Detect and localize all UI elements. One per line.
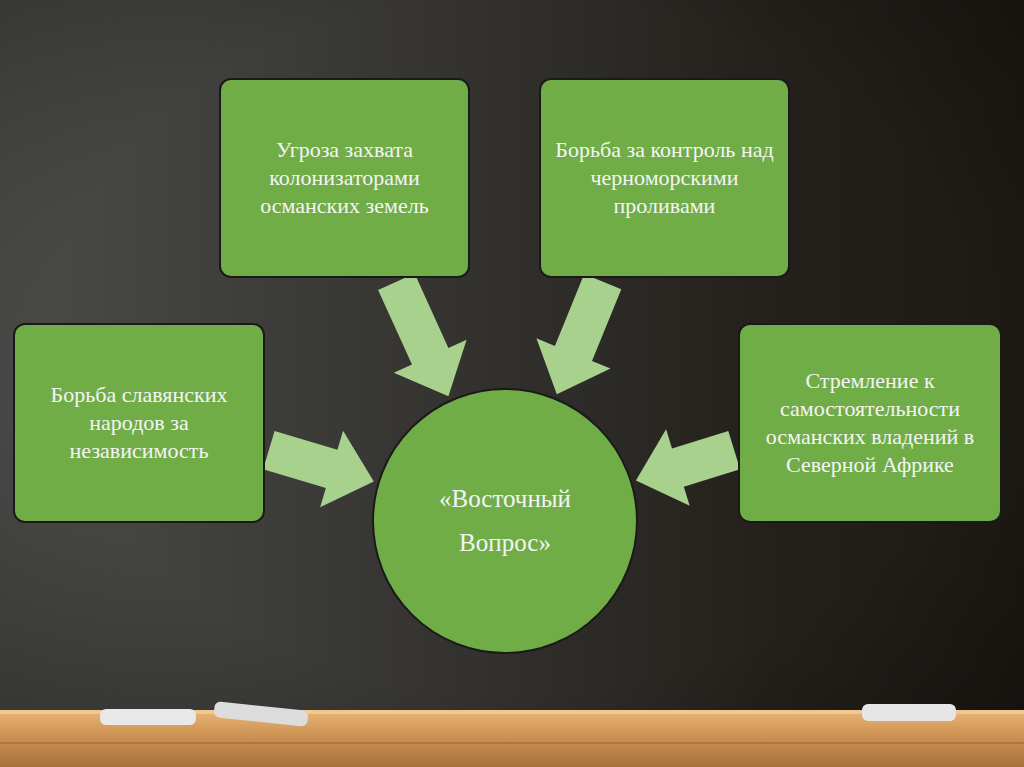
chalk xyxy=(213,701,308,727)
node-text: Борьба славянских народов за независимос… xyxy=(15,381,263,465)
cause-box: Борьба за контроль над черноморскими про… xyxy=(539,78,790,278)
cause-box: Стремление к самостоятельности османских… xyxy=(738,323,1002,523)
central-circle: «Восточный Вопрос» xyxy=(372,388,638,654)
block-arrow xyxy=(536,274,621,394)
block-arrow xyxy=(378,273,467,396)
node-text: Стремление к самостоятельности османских… xyxy=(740,367,1000,479)
cause-box: Борьба славянских народов за независимос… xyxy=(13,323,265,523)
node-text: «Восточный Вопрос» xyxy=(374,477,636,565)
node-text: Угроза захвата колонизаторами османских … xyxy=(221,136,468,220)
chalk xyxy=(100,709,196,725)
chalk xyxy=(862,704,956,721)
node-text: Борьба за контроль над черноморскими про… xyxy=(541,136,788,220)
cause-box: Угроза захвата колонизаторами османских … xyxy=(219,78,470,278)
block-arrow xyxy=(263,431,374,508)
block-arrow xyxy=(636,429,740,506)
